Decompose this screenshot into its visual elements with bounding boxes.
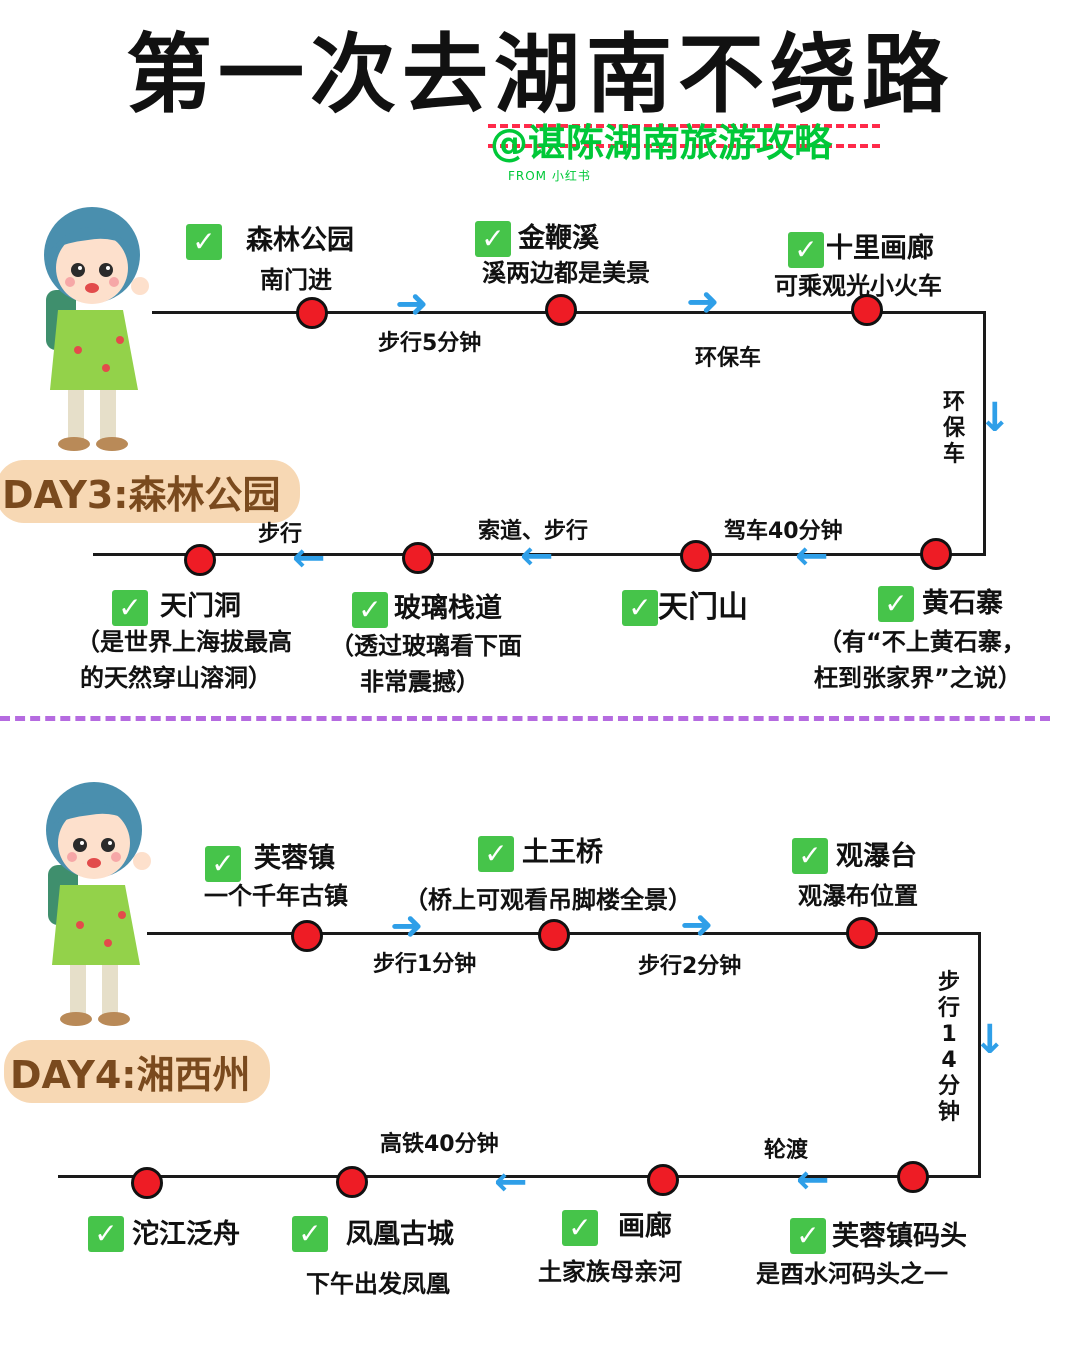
day3-stop-dot: [920, 538, 952, 570]
stop-label: 画廊: [618, 1211, 672, 1242]
stop-label: 观瀑台: [836, 841, 917, 872]
stop-sub: （有“不上黄石寨，: [818, 628, 1026, 656]
day4-transport: 高铁40分钟: [380, 1132, 499, 1157]
stop-label: 金鞭溪: [518, 223, 599, 254]
stop-sub: 一个千年古镇: [204, 882, 348, 910]
day4-transport: 步行2分钟: [638, 954, 742, 979]
girl-illustration-day3: [44, 207, 149, 451]
stop-label: 玻璃栈道: [394, 593, 502, 624]
stop-sub: （透过玻璃看下面: [330, 632, 522, 660]
stop-sub: 是酉水河码头之一: [756, 1260, 948, 1288]
day4-transport: 轮渡: [764, 1138, 809, 1163]
stop-label: 沱江泛舟: [132, 1219, 240, 1250]
check-icon: ✓: [352, 592, 388, 628]
girl-illustration-day4: [46, 782, 151, 1026]
stop-sub: 土家族母亲河: [538, 1258, 682, 1286]
stop-label: 凤凰古城: [346, 1219, 454, 1250]
stop-label: 天门山: [658, 590, 748, 625]
day4-stop-dot: [647, 1164, 679, 1196]
stop-sub: 枉到张家界”之说）: [814, 664, 1022, 692]
arrow-right-icon: ➜: [686, 279, 720, 325]
day3-stop-dot: [184, 544, 216, 576]
day3-tag: DAY3:森林公园: [0, 460, 301, 523]
stop-sub: 的天然穿山溶洞）: [80, 664, 272, 692]
day3-transport-vertical: 环保车: [942, 390, 965, 467]
day4-stop-dot: [897, 1161, 929, 1193]
day4-stop-dot: [291, 920, 323, 952]
watermark-source: FROM 小红书: [508, 169, 591, 183]
check-icon: ✓: [790, 1218, 826, 1254]
day4-stop-dot: [336, 1166, 368, 1198]
day4-stop-dot: [131, 1167, 163, 1199]
day4-transport-vertical: 步行14分钟: [937, 970, 960, 1125]
stop-sub: （桥上可观看吊脚楼全景）: [404, 886, 692, 914]
section-divider: [0, 716, 1050, 721]
watermark-dash-top: [488, 124, 880, 128]
day3-transport: 驾车40分钟: [724, 519, 843, 544]
day4-stop-dot: [538, 919, 570, 951]
arrow-right-icon: ➜: [395, 281, 429, 327]
day3-transport: 步行: [258, 522, 303, 547]
stop-label: 芙蓉镇码头: [832, 1221, 967, 1252]
day3-stop-dot: [680, 540, 712, 572]
day4-transport: 步行1分钟: [373, 952, 477, 977]
day3-transport: 索道、步行: [478, 519, 589, 544]
stop-sub: 可乘观光小火车: [774, 272, 942, 300]
arrow-down-icon: ↓: [978, 395, 1012, 441]
arrow-down-icon: ↓: [973, 1017, 1007, 1063]
watermark: @谌陈湖南旅游攻略: [490, 121, 833, 165]
day3-stop-dot: [402, 542, 434, 574]
stop-sub: （是世界上海拔最高: [76, 628, 292, 656]
stop-label: 黄石寨: [922, 588, 1003, 619]
day4-route-bottom: [58, 1175, 981, 1178]
check-icon: ✓: [88, 1216, 124, 1252]
arrow-right-icon: ➜: [390, 903, 424, 949]
arrow-right-icon: ➜: [680, 902, 714, 948]
check-icon: ✓: [792, 838, 828, 874]
stop-label: 芙蓉镇: [254, 843, 335, 874]
arrow-left-icon: ←: [796, 1157, 830, 1203]
day3-transport: 步行5分钟: [378, 331, 482, 356]
check-icon: ✓: [478, 836, 514, 872]
check-icon: ✓: [292, 1216, 328, 1252]
day4-tag: DAY4:湘西州: [4, 1040, 271, 1103]
stop-sub: 非常震撼）: [360, 668, 480, 696]
day3-transport: 环保车: [695, 346, 762, 371]
check-icon: ✓: [788, 232, 824, 268]
arrow-left-icon: ←: [520, 533, 554, 579]
day4-stop-dot: [846, 917, 878, 949]
stop-label: 天门洞: [160, 591, 241, 622]
day3-stop-dot: [851, 294, 883, 326]
stop-sub: 溪两边都是美景: [482, 259, 650, 287]
watermark-dash-bottom: [488, 144, 880, 148]
arrow-left-icon: ←: [795, 533, 829, 579]
check-icon: ✓: [205, 846, 241, 882]
check-icon: ✓: [878, 586, 914, 622]
stop-sub: 南门进: [260, 266, 332, 294]
page-title: 第一次去湖南不绕路: [126, 25, 954, 125]
stop-label: 森林公园: [246, 225, 354, 256]
day3-route-right: [983, 311, 986, 556]
check-icon: ✓: [475, 221, 511, 257]
stop-label: 十里画廊: [826, 233, 934, 264]
day3-stop-dot: [296, 297, 328, 329]
check-icon: ✓: [186, 224, 222, 260]
check-icon: ✓: [622, 590, 658, 626]
arrow-left-icon: ←: [494, 1159, 528, 1205]
stop-sub: 观瀑布位置: [798, 882, 918, 910]
stop-label: 土王桥: [522, 837, 603, 868]
stop-sub: 下午出发凤凰: [306, 1270, 450, 1298]
arrow-left-icon: ←: [292, 535, 326, 581]
check-icon: ✓: [112, 590, 148, 626]
day3-stop-dot: [545, 294, 577, 326]
day3-route-bottom: [93, 553, 986, 556]
day4-route-right: [978, 932, 981, 1178]
check-icon: ✓: [562, 1210, 598, 1246]
